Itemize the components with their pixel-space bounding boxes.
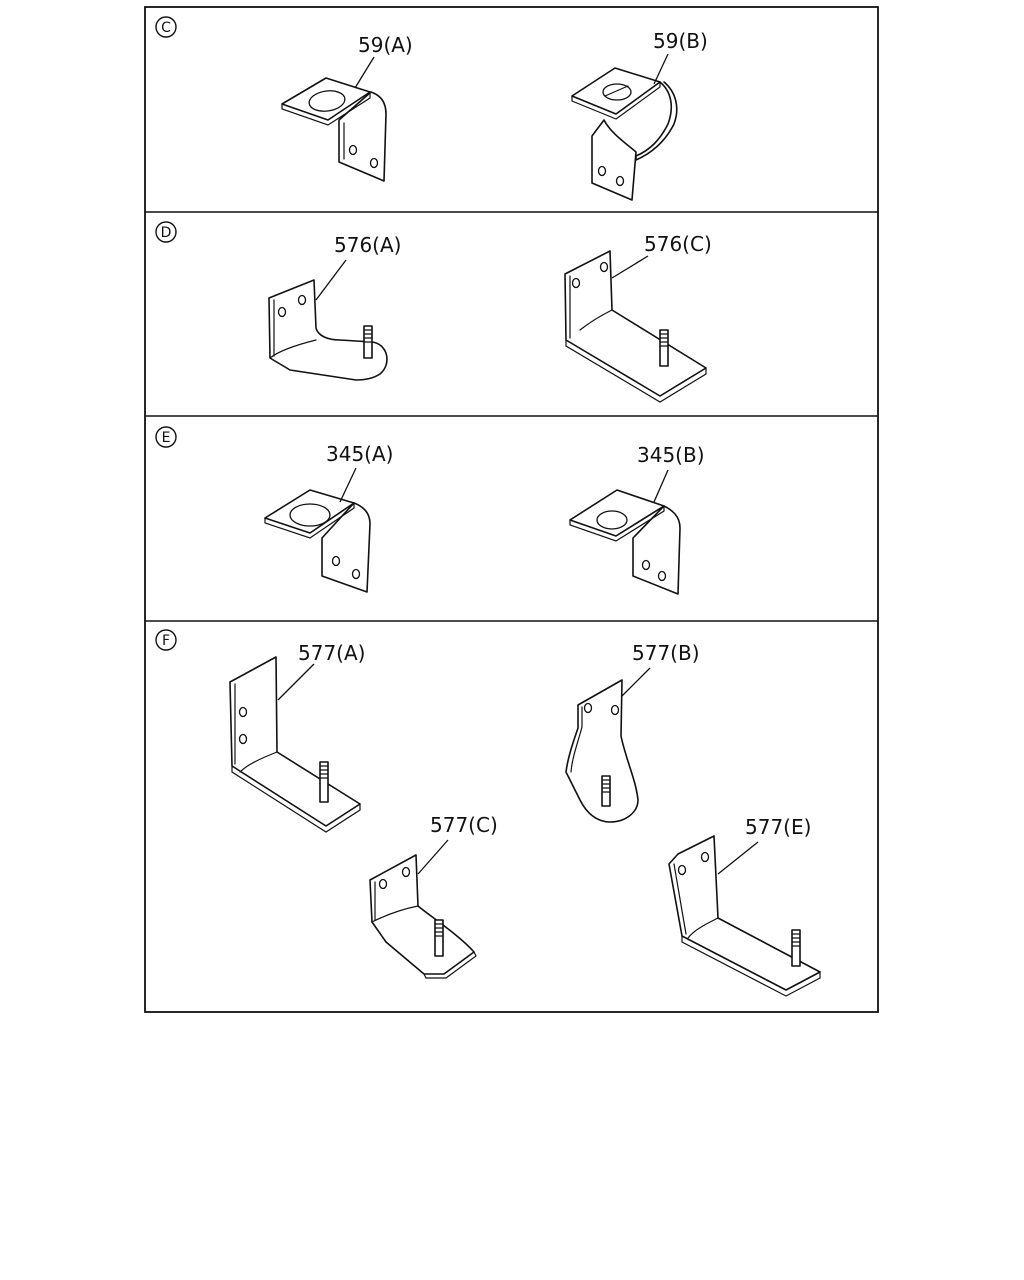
callout-577a: 577(A) bbox=[298, 641, 365, 665]
leader-577e bbox=[717, 841, 759, 875]
callout-345b: 345(B) bbox=[637, 443, 705, 467]
leader-576c bbox=[611, 255, 649, 279]
svg-text:F: F bbox=[162, 633, 170, 649]
callout-345a: 345(A) bbox=[326, 442, 393, 466]
bracket-576a bbox=[268, 279, 388, 381]
leader-59a bbox=[354, 56, 375, 89]
bracket-576c bbox=[564, 250, 707, 403]
leader-576a bbox=[315, 259, 347, 301]
bracket-577b bbox=[565, 679, 639, 823]
leader-577c bbox=[417, 839, 449, 875]
callout-577b: 577(B) bbox=[632, 641, 700, 665]
bracket-59b bbox=[571, 67, 678, 201]
svg-text:E: E bbox=[162, 430, 171, 446]
callout-576c: 576(C) bbox=[644, 232, 712, 256]
bracket-59a bbox=[281, 77, 387, 182]
section-marker-c: C bbox=[155, 16, 177, 38]
section-marker-f: F bbox=[155, 629, 177, 651]
diagram-frame bbox=[144, 6, 879, 1013]
bracket-577a bbox=[229, 656, 361, 833]
leader-345a bbox=[339, 467, 357, 503]
bracket-345b bbox=[569, 489, 681, 595]
bracket-577c bbox=[369, 854, 477, 979]
callout-576a: 576(A) bbox=[334, 233, 401, 257]
section-marker-e: E bbox=[155, 426, 177, 448]
svg-text:C: C bbox=[161, 20, 171, 36]
callout-59a: 59(A) bbox=[358, 33, 413, 57]
leader-577b bbox=[621, 667, 651, 697]
bracket-577e bbox=[668, 835, 821, 997]
svg-text:D: D bbox=[161, 225, 172, 241]
section-marker-d: D bbox=[155, 221, 177, 243]
callout-577e: 577(E) bbox=[745, 815, 811, 839]
leader-59b bbox=[653, 53, 669, 85]
callout-59b: 59(B) bbox=[653, 29, 708, 53]
leader-577a bbox=[277, 663, 315, 701]
bracket-345a bbox=[264, 489, 371, 593]
leader-345b bbox=[653, 469, 669, 503]
callout-577c: 577(C) bbox=[430, 813, 498, 837]
